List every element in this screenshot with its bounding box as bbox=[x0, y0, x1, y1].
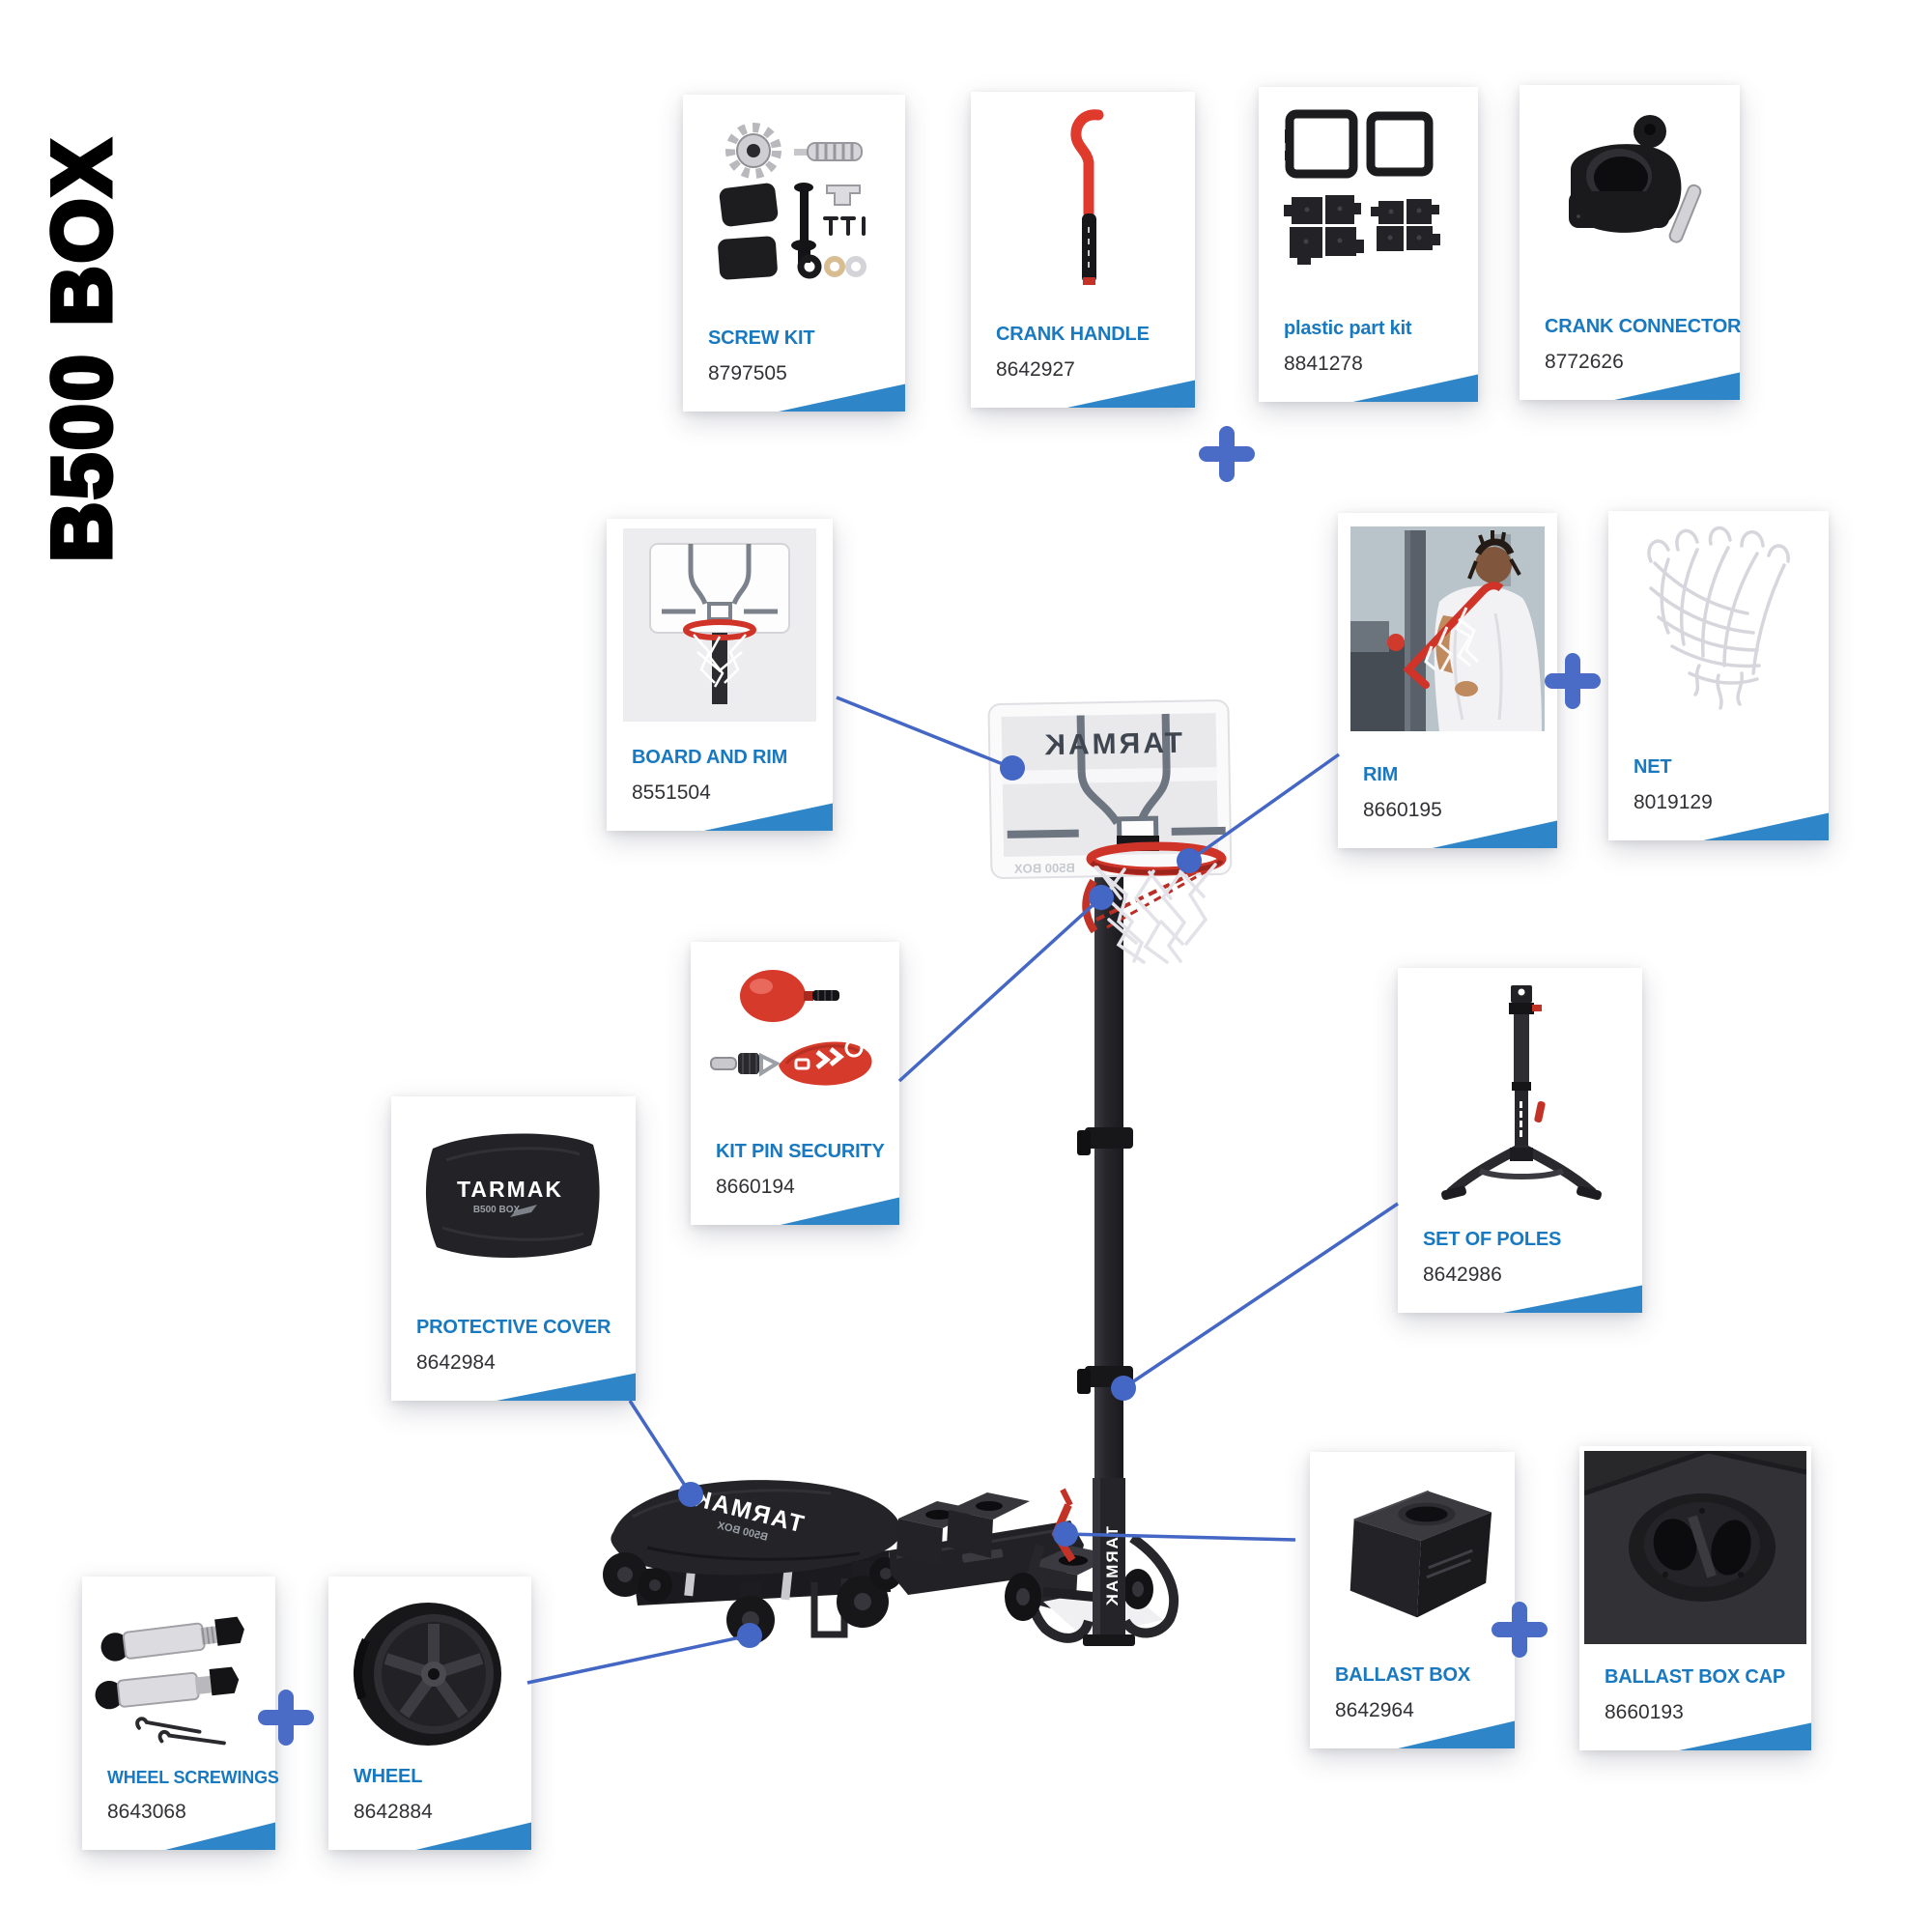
card-corner-wedge bbox=[496, 1373, 636, 1401]
crank-handle-image bbox=[982, 101, 1183, 324]
part-card-rim: RIM 8660195 bbox=[1338, 513, 1557, 848]
part-card-protective-cover: TARMAK B500 BOX PROTECTIVE COVER 8642984 bbox=[391, 1096, 636, 1401]
card-corner-wedge bbox=[1614, 372, 1740, 400]
part-number: 8660195 bbox=[1363, 799, 1442, 821]
part-number: 8642927 bbox=[996, 358, 1075, 381]
hoop-illustration: TARMAK B500 BOX bbox=[603, 699, 1233, 1646]
part-number: 8772626 bbox=[1545, 351, 1624, 373]
part-card-crank-connector: CRANK CONNECTOR 8772626 bbox=[1520, 85, 1742, 400]
part-number: 8660193 bbox=[1605, 1701, 1684, 1723]
part-card-plastic-part-kit: plastic part kit 8841278 bbox=[1259, 87, 1478, 402]
card-corner-wedge bbox=[165, 1822, 275, 1850]
part-title: RIM bbox=[1363, 764, 1399, 785]
board-logo: TARMAK bbox=[1041, 727, 1182, 762]
wheel-image bbox=[340, 1592, 520, 1756]
part-card-board-and-rim: BOARD AND RIM 8551504 bbox=[607, 519, 833, 831]
card-corner-wedge bbox=[1398, 1720, 1515, 1748]
board-sub-logo: B500 BOX bbox=[1013, 861, 1074, 876]
part-title: WHEEL bbox=[354, 1766, 423, 1787]
ballast-box-image bbox=[1321, 1475, 1503, 1639]
part-title: plastic part kit bbox=[1284, 318, 1412, 339]
card-corner-wedge bbox=[1502, 1285, 1642, 1313]
cover-sub: B500 BOX bbox=[472, 1205, 520, 1215]
part-card-set-of-poles: SET OF POLES 8642986 bbox=[1398, 968, 1642, 1313]
plus-icon bbox=[258, 1690, 314, 1746]
plus-icon bbox=[1545, 653, 1601, 709]
pole-logo: TARMAK bbox=[1103, 1526, 1122, 1607]
part-card-ballast-box: BALLAST BOX 8642964 bbox=[1310, 1452, 1515, 1748]
part-card-wheel: WHEEL 8642884 bbox=[328, 1577, 531, 1850]
net-image bbox=[1620, 521, 1817, 728]
card-corner-wedge bbox=[778, 384, 905, 412]
part-title: BOARD AND RIM bbox=[632, 747, 788, 768]
part-title: BALLAST BOX bbox=[1335, 1664, 1471, 1686]
set-of-poles-image bbox=[1409, 978, 1631, 1219]
part-number: 8019129 bbox=[1634, 791, 1713, 813]
part-number: 8841278 bbox=[1284, 353, 1363, 375]
part-number: 8642964 bbox=[1335, 1699, 1414, 1721]
part-number: 8642984 bbox=[416, 1351, 496, 1374]
card-corner-wedge bbox=[780, 1197, 899, 1225]
part-title: KIT PIN SECURITY bbox=[716, 1141, 885, 1162]
crank-connector-image bbox=[1531, 95, 1728, 307]
page-title: B500 BOX bbox=[34, 135, 131, 565]
screw-kit-image bbox=[695, 104, 894, 317]
part-card-screw-kit: SCREW KIT 8797505 bbox=[683, 95, 905, 412]
wheeled-base: TARMAK bbox=[889, 1478, 1179, 1646]
card-corner-wedge bbox=[415, 1822, 531, 1850]
cover-logo: TARMAK bbox=[457, 1177, 563, 1202]
ballast-box-cap-photo bbox=[1584, 1451, 1806, 1644]
part-number: 8642986 bbox=[1423, 1264, 1502, 1286]
part-number: 8551504 bbox=[632, 781, 711, 804]
part-title: NET bbox=[1634, 756, 1672, 778]
part-number: 8643068 bbox=[107, 1801, 186, 1823]
card-corner-wedge bbox=[1432, 820, 1557, 848]
part-title: CRANK CONNECTOR bbox=[1545, 316, 1742, 337]
part-title: SCREW KIT bbox=[708, 327, 815, 349]
part-title: CRANK HANDLE bbox=[996, 324, 1150, 345]
part-card-crank-handle: CRANK HANDLE 8642927 bbox=[971, 92, 1195, 408]
kit-pin-security-image bbox=[702, 952, 888, 1125]
part-title: WHEEL SCREWINGS bbox=[107, 1768, 279, 1787]
part-number: 8797505 bbox=[708, 362, 787, 384]
part-card-wheel-screwings: WHEEL SCREWINGS 8643068 bbox=[82, 1577, 279, 1850]
part-title: SET OF POLES bbox=[1423, 1229, 1562, 1250]
card-corner-wedge bbox=[1679, 1722, 1811, 1750]
part-title: BALLAST BOX CAP bbox=[1605, 1666, 1786, 1688]
covered-trolley: TARMAK B500 BOX bbox=[603, 1480, 902, 1644]
part-card-net: NET 8019129 bbox=[1608, 511, 1829, 840]
protective-cover-image: TARMAK B500 BOX bbox=[403, 1122, 624, 1281]
part-card-kit-pin-security: KIT PIN SECURITY 8660194 bbox=[691, 942, 899, 1225]
plus-icon bbox=[1492, 1602, 1548, 1658]
rim-photo bbox=[1350, 526, 1546, 731]
part-number: 8642884 bbox=[354, 1801, 433, 1823]
board-and-rim-image bbox=[618, 528, 821, 731]
card-corner-wedge bbox=[703, 803, 833, 831]
plus-icon bbox=[1199, 426, 1255, 482]
part-card-ballast-box-cap: BALLAST BOX CAP 8660193 bbox=[1579, 1446, 1811, 1750]
part-title: PROTECTIVE COVER bbox=[416, 1317, 611, 1338]
wheel-screwings-image bbox=[94, 1598, 264, 1752]
card-corner-wedge bbox=[1352, 374, 1478, 402]
card-corner-wedge bbox=[1703, 812, 1829, 840]
part-number: 8660194 bbox=[716, 1176, 795, 1198]
plastic-part-kit-image bbox=[1270, 97, 1466, 309]
card-corner-wedge bbox=[1066, 380, 1195, 408]
